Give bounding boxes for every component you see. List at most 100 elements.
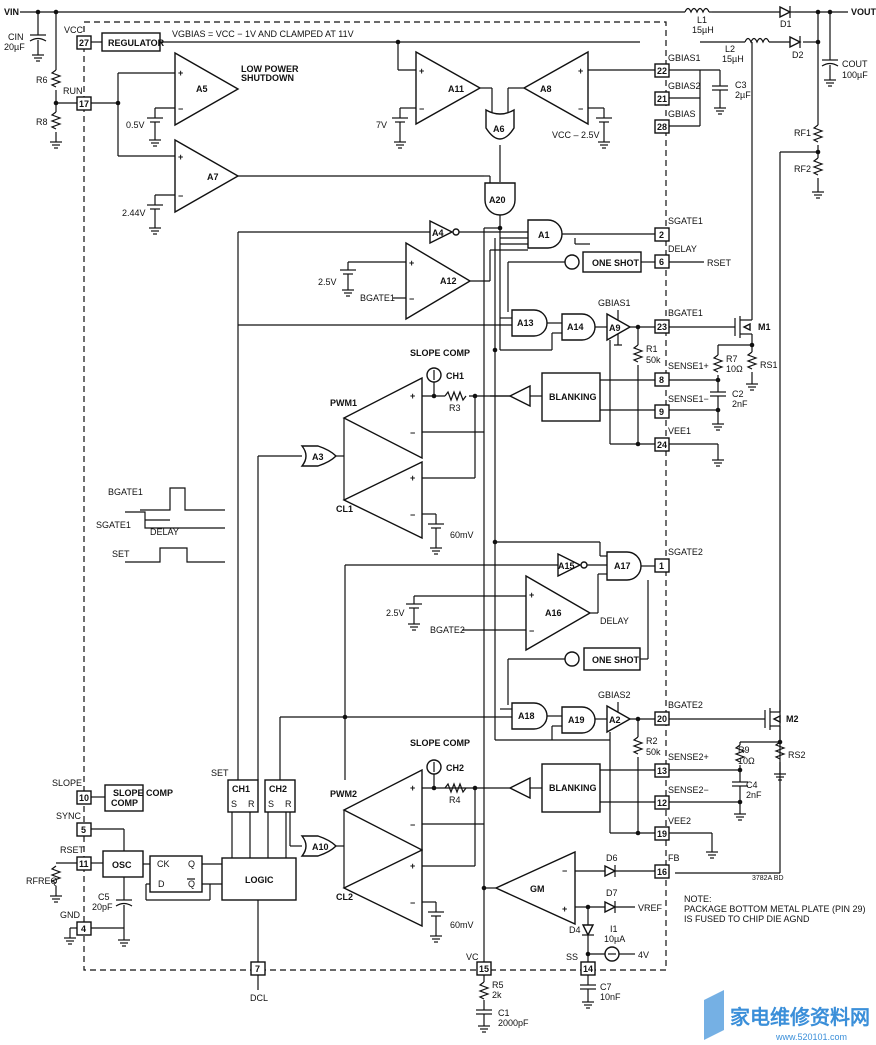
c4-value: 2nF xyxy=(746,790,762,800)
pwm2-label: PWM2 xyxy=(330,789,357,799)
d1-label: D1 xyxy=(780,19,792,29)
vcc-minus-label: VCC – 2.5V xyxy=(552,130,600,140)
svg-text:D: D xyxy=(158,879,165,889)
comparator-cl2 xyxy=(342,848,423,928)
osc-label: OSC xyxy=(112,860,132,870)
v25b-label: 2.5V xyxy=(386,608,405,618)
ch1-box xyxy=(227,779,259,813)
low-power-label: LOW POWER xyxy=(241,64,299,74)
resistor-r1 xyxy=(632,344,644,363)
svg-text:23: 23 xyxy=(657,322,667,332)
regulator-label: REGULATOR xyxy=(108,38,165,48)
svg-text:+: + xyxy=(419,66,424,76)
logic-block xyxy=(221,857,297,901)
svg-text:+: + xyxy=(562,904,567,914)
resistor-rs1 xyxy=(746,351,758,370)
svg-text:−: − xyxy=(410,898,415,908)
shutdown-label: SHUTDOWN xyxy=(241,73,294,83)
svg-text:5: 5 xyxy=(81,825,86,835)
l1-value: 15µH xyxy=(692,25,714,35)
pin-1: 1 xyxy=(654,558,670,573)
v244-label: 2.44V xyxy=(122,208,146,218)
bgate2-in-label: BGATE2 xyxy=(430,625,465,635)
ss-label: SS xyxy=(566,952,578,962)
pin-12: 12 xyxy=(654,795,670,810)
m1-label: M1 xyxy=(758,322,771,332)
svg-text:1: 1 xyxy=(659,561,664,571)
gnd-pin-label: GND xyxy=(60,910,81,920)
a9-label: A9 xyxy=(609,323,621,333)
gate-a17 xyxy=(606,551,642,581)
svg-text:R: R xyxy=(248,799,255,809)
pin-vcc-label: VCC xyxy=(64,25,84,35)
resistor-r6 xyxy=(50,69,62,88)
cl2-label: CL2 xyxy=(336,892,353,902)
svg-text:8: 8 xyxy=(659,375,664,385)
c1-label: C1 xyxy=(498,1008,510,1018)
svg-text:−: − xyxy=(578,104,583,114)
gbias2-a2-label: GBIAS2 xyxy=(598,690,631,700)
a8-label: A8 xyxy=(540,84,552,94)
cout-value: 100µF xyxy=(842,70,868,80)
gbias2-label: GBIAS2 xyxy=(668,81,701,91)
note-line3: IS FUSED TO CHIP DIE AGND xyxy=(684,914,810,924)
svg-text:6: 6 xyxy=(659,257,664,267)
pin-8: 8 xyxy=(654,372,670,387)
r2-label: R2 xyxy=(646,736,658,746)
r5-label: R5 xyxy=(492,980,504,990)
cl1-label: CL1 xyxy=(336,504,353,514)
c7-value: 10nF xyxy=(600,992,621,1002)
pin-9: 9 xyxy=(654,404,670,419)
rf1-label: RF1 xyxy=(794,128,811,138)
slope-comp1-label: SLOPE COMP xyxy=(410,348,470,358)
a20-label: A20 xyxy=(489,195,506,205)
a19-label: A19 xyxy=(568,715,585,725)
comparator-cl1 xyxy=(342,460,423,540)
pwm1-label: PWM1 xyxy=(330,398,357,408)
svg-text:2: 2 xyxy=(659,230,664,240)
pin-28: 28 xyxy=(654,119,670,134)
svg-text:17: 17 xyxy=(79,99,89,109)
c4-label: C4 xyxy=(746,780,758,790)
resistor-r5 xyxy=(478,981,490,1000)
svg-text:13: 13 xyxy=(657,766,667,776)
set-label: SET xyxy=(211,768,229,778)
ch2-label: CH2 xyxy=(446,763,464,773)
gate-a10 xyxy=(300,835,337,857)
pin-24: 24 xyxy=(654,437,670,452)
pin-22: 22 xyxy=(654,63,670,78)
flip-flop xyxy=(149,855,203,893)
mv60b-label: 60mV xyxy=(450,920,474,930)
timing-sgate1-label: SGATE1 xyxy=(96,520,131,530)
pin-21: 21 xyxy=(654,91,670,106)
gate-a14 xyxy=(561,313,596,341)
d4-label: D4 xyxy=(569,925,581,935)
timing-delay-label: DELAY xyxy=(150,527,179,537)
svg-text:7: 7 xyxy=(255,964,260,974)
r7-value: 10Ω xyxy=(726,364,743,374)
resistor-rs2 xyxy=(774,741,786,760)
r3-label: R3 xyxy=(449,403,461,413)
gate-a20 xyxy=(484,182,516,216)
pin-13: 13 xyxy=(654,763,670,778)
svg-text:−: − xyxy=(529,626,534,636)
one-shot-2-label: ONE SHOT xyxy=(592,655,640,665)
logic-label: LOGIC xyxy=(245,875,274,885)
a1-label: A1 xyxy=(538,230,550,240)
rset-out-label: RSET xyxy=(707,258,732,268)
comparator-a16 xyxy=(525,574,592,652)
svg-text:+: + xyxy=(410,783,415,793)
svg-text:27: 27 xyxy=(79,38,89,48)
pin-16: 16 xyxy=(654,864,670,879)
note-line2: PACKAGE BOTTOM METAL PLATE (PIN 29) xyxy=(684,904,866,914)
watermark-logo-icon xyxy=(704,990,724,1040)
diode-d4 xyxy=(581,924,595,937)
svg-text:14: 14 xyxy=(583,964,593,974)
vin-label: VIN xyxy=(4,7,19,17)
a5-label: A5 xyxy=(196,84,208,94)
svg-text:24: 24 xyxy=(657,440,667,450)
inductor-l2 xyxy=(744,37,770,44)
diagram-code: 3782A BD xyxy=(752,875,784,882)
slope-comp2-label: SLOPE COMP xyxy=(410,738,470,748)
